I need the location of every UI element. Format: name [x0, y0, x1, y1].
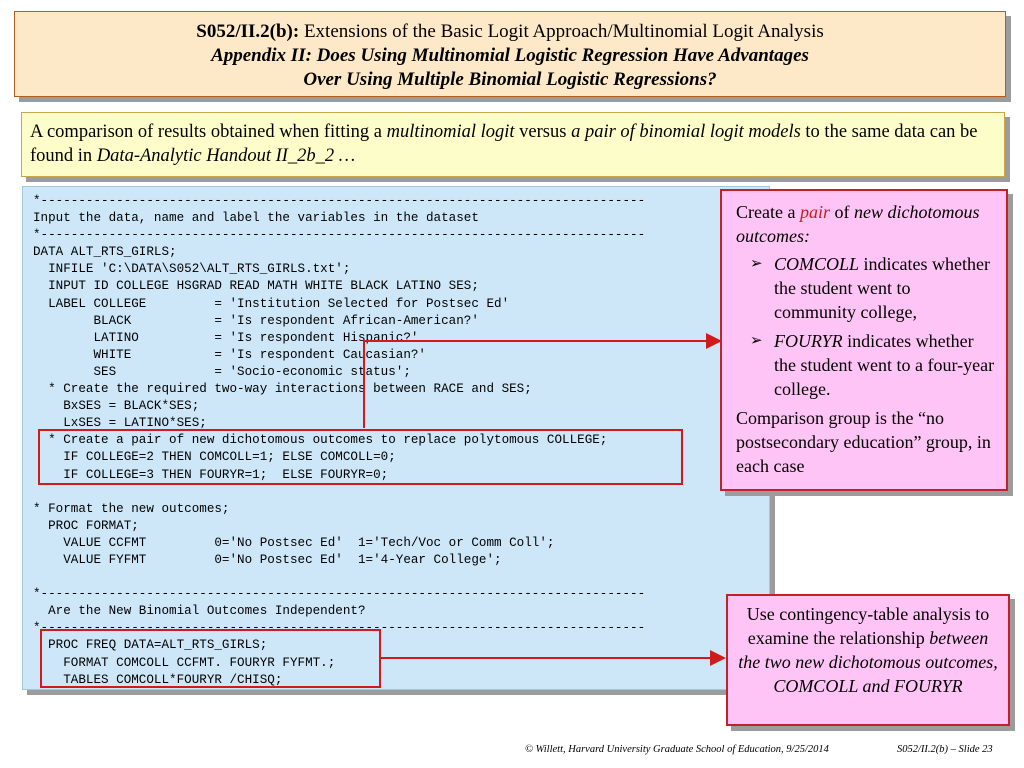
code-line: PROC FREQ DATA=ALT_RTS_GIRLS; — [33, 638, 268, 653]
course-code: S052/II.2(b): — [196, 21, 300, 42]
code-line: VALUE FYFMT 0='No Postsec Ed' 1='4-Year … — [33, 552, 502, 567]
code-line: SES = 'Socio-economic status'; — [33, 364, 411, 379]
arrow-bullet-icon: ➢ — [750, 333, 763, 349]
slide-title-line2: Appendix II: Does Using Multinomial Logi… — [211, 45, 809, 66]
code-line: Input the data, name and label the varia… — [33, 211, 479, 226]
footer-copyright: © Willett, Harvard University Graduate S… — [525, 744, 829, 755]
callout2-line1: Use contingency-table analysis to examin… — [746, 604, 990, 648]
bullet-fouryr: ➢ FOURYR indicates whether the student we… — [736, 329, 996, 401]
callout1-closing: Comparison group is the “no postsecondar… — [736, 408, 991, 476]
code-line: INPUT ID COLLEGE HSGRAD READ MATH WHITE … — [33, 279, 479, 294]
code-line: DATA ALT_RTS_GIRLS; — [33, 245, 177, 260]
intro-box: A comparison of results obtained when fi… — [21, 112, 1005, 177]
intro-em-1: multinomial logit — [386, 122, 515, 142]
bullet-name: FOURYR — [774, 331, 843, 351]
bullet-text: indicates whether the student went to a … — [774, 331, 995, 399]
callout1-intro: Create a pair of new dichotomous outcome… — [736, 200, 996, 248]
code-line: FORMAT COMCOLL CCFMT. FOURYR FYFMT.; — [33, 655, 336, 670]
callout1-bullets: ➢ COMCOLL indicates whether the student w… — [736, 252, 996, 401]
code-line: * Create the required two-way interactio… — [33, 382, 532, 397]
callout-contingency: Use contingency-table analysis to examin… — [726, 594, 1010, 726]
slide-footer: © Willett, Harvard University Graduate S… — [0, 744, 1024, 760]
bullet-name: COMCOLL — [774, 254, 860, 274]
code-line: * Format the new outcomes; — [33, 501, 230, 516]
code-line: PROC FORMAT; — [33, 518, 139, 533]
bullet-comcoll: ➢ COMCOLL indicates whether the student w… — [736, 252, 996, 324]
intro-em-3: Data-Analytic Handout II_2b_2 … — [96, 146, 356, 166]
intro-text-1: A comparison of results obtained when fi… — [30, 122, 387, 142]
code-line: LABEL COLLEGE = 'Institution Selected fo… — [33, 296, 510, 311]
slide-title-line3: Over Using Multiple Binomial Logistic Re… — [303, 69, 717, 90]
intro-em-2: a pair of binomial logit models — [571, 122, 801, 142]
callout1-intro-a: Create a — [736, 202, 800, 222]
code-line: IF COLLEGE=3 THEN FOURYR=1; ELSE FOURYR=… — [33, 467, 389, 482]
code-line: BLACK = 'Is respondent African-American?… — [33, 313, 479, 328]
slide-title-box: S052/II.2(b): Extensions of the Basic Lo… — [14, 11, 1006, 97]
intro-text-2: versus — [514, 122, 572, 142]
callout-new-outcomes: Create a pair of new dichotomous outcome… — [720, 189, 1008, 491]
code-line: *---------------------------------------… — [33, 228, 646, 243]
sas-code-listing: *---------------------------------------… — [33, 193, 645, 689]
callout1-intro-c: new dichotomous outcomes: — [736, 202, 980, 246]
sas-code-box: *---------------------------------------… — [22, 186, 770, 690]
code-line: TABLES COMCOLL*FOURYR /CHISQ; — [33, 672, 283, 687]
code-line: * Create a pair of new dichotomous outco… — [33, 433, 608, 448]
code-line: LATINO = 'Is respondent Hispanic?' — [33, 330, 419, 345]
code-line: *---------------------------------------… — [33, 621, 646, 636]
code-line: *---------------------------------------… — [33, 587, 646, 602]
intro-text-3: to the same data can be found in — [30, 122, 978, 166]
code-line: Are the New Binomial Outcomes Independen… — [33, 604, 366, 619]
highlight-new-outcomes — [38, 429, 683, 485]
callout2-line2: between the two new dichotomous outcomes… — [738, 628, 998, 696]
callout1-intro-b: of — [829, 202, 854, 222]
code-line: VALUE CCFMT 0='No Postsec Ed' 1='Tech/Vo… — [33, 535, 555, 550]
callout1-pair: pair — [799, 202, 830, 222]
bullet-text: indicates whether the student went to co… — [774, 254, 990, 322]
footer-slide-number: S052/II.2(b) – Slide 23 — [897, 744, 993, 755]
code-line: IF COLLEGE=2 THEN COMCOLL=1; ELSE COMCOL… — [33, 450, 396, 465]
highlight-proc-freq — [40, 629, 381, 688]
code-line: BxSES = BLACK*SES; — [33, 399, 200, 414]
slide-subtitle: Extensions of the Basic Logit Approach/M… — [299, 21, 824, 42]
arrow-bullet-icon: ➢ — [750, 256, 763, 272]
slide-title-line1: S052/II.2(b): Extensions of the Basic Lo… — [15, 20, 1005, 44]
code-line: WHITE = 'Is respondent Caucasian?' — [33, 347, 426, 362]
code-line: *---------------------------------------… — [33, 194, 646, 208]
code-line: INFILE 'C:\DATA\S052\ALT_RTS_GIRLS.txt'; — [33, 262, 351, 277]
code-line: LxSES = LATINO*SES; — [33, 416, 207, 431]
